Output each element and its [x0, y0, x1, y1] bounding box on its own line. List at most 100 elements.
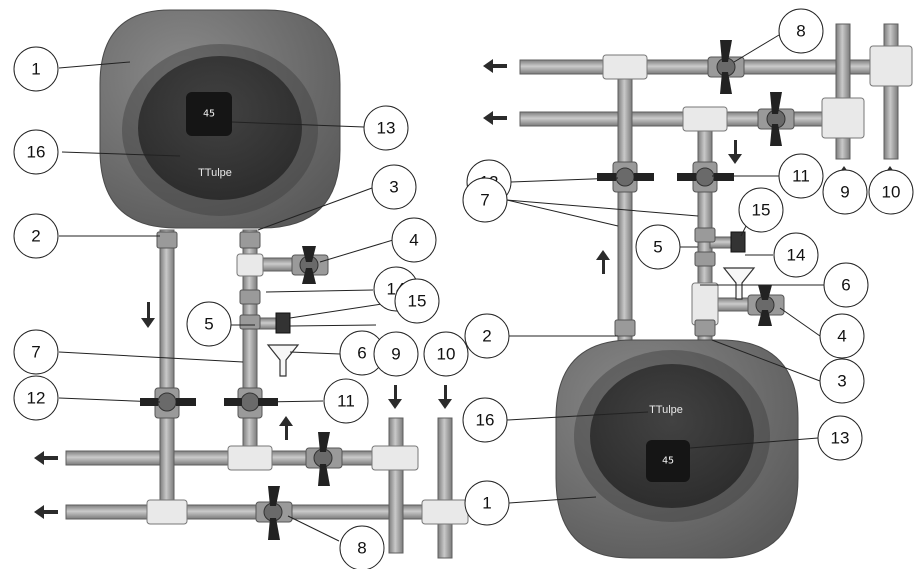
callout-label: 4: [409, 231, 418, 250]
valve-upper-outlet: [305, 432, 343, 486]
valve-8: [707, 40, 745, 94]
valve-4: [291, 246, 329, 284]
callout: 6: [823, 262, 869, 308]
tee-fitting: [371, 445, 419, 471]
leader-lines: [506, 34, 832, 504]
supply-pipe-10: [437, 417, 453, 559]
tee-fitting: [236, 253, 264, 277]
callout-label: 6: [841, 276, 850, 295]
callout: 15: [394, 278, 440, 324]
cold-inlet-pipe: [617, 61, 633, 343]
valve-11: [224, 387, 278, 419]
valve-11: [677, 161, 734, 193]
callout-label: 5: [653, 238, 662, 257]
tee-fitting: [146, 499, 188, 525]
callout: 13: [817, 415, 863, 461]
brand-logo: TTulpe: [198, 167, 232, 179]
callout-label: 9: [391, 345, 400, 364]
callout-label: 16: [27, 143, 46, 162]
callout-label: 13: [377, 119, 396, 138]
flow-arrow-icon: [438, 385, 452, 409]
supply-pipe-10: [883, 23, 899, 160]
tee-fitting: [821, 97, 865, 139]
cold-inlet-pipe: [159, 229, 175, 511]
valve-upper-outlet: [757, 92, 795, 146]
callout: 7: [462, 177, 508, 223]
flow-arrow-icon: [596, 250, 610, 274]
callout: 2: [13, 213, 59, 259]
callout: 6: [339, 330, 385, 376]
callout: 10: [423, 331, 469, 377]
callout: 8: [339, 525, 385, 569]
left-installation: 45 TTulpe: [13, 9, 469, 569]
callout-label: 10: [437, 345, 456, 364]
right-installation: 45 TTulpe: [462, 8, 914, 559]
callout: 9: [822, 169, 868, 215]
callout-label: 2: [31, 227, 40, 246]
callout: 4: [819, 313, 865, 359]
callout: 12: [13, 375, 59, 421]
callout: 16: [13, 129, 59, 175]
water-heater: 45 TTulpe: [555, 339, 799, 559]
tee-fitting: [869, 45, 913, 87]
callout-label: 10: [882, 183, 901, 202]
valve-4: [747, 285, 785, 326]
supply-pipe-9: [388, 417, 404, 554]
coupling: [614, 319, 636, 337]
callout: 11: [778, 153, 824, 199]
callout-label: 1: [482, 494, 491, 513]
callout: 4: [391, 217, 437, 263]
callout: 8: [778, 8, 824, 54]
display-value: 45: [662, 456, 674, 467]
flow-arrow-icon: [483, 59, 507, 73]
flow-arrow-icon: [34, 505, 58, 519]
callout-label: 11: [792, 167, 810, 186]
display-value: 45: [203, 109, 215, 120]
callout: 5: [186, 301, 232, 347]
water-heater: 45 TTulpe: [99, 9, 341, 229]
drain-valve: [730, 231, 746, 253]
callout-label: 3: [837, 372, 846, 391]
callout: 3: [371, 164, 417, 210]
callout: 16: [462, 397, 508, 443]
valve-8: [255, 486, 293, 540]
tee-fitting: [602, 54, 648, 80]
callout-label: 13: [831, 429, 850, 448]
funnel-icon: [266, 344, 300, 377]
callout: 11: [323, 378, 369, 424]
coupling: [156, 231, 178, 249]
tee-fitting: [682, 106, 728, 132]
callout-label: 5: [204, 315, 213, 334]
coupling: [694, 227, 716, 243]
callout: 1: [13, 46, 59, 92]
callout-label: 8: [796, 22, 805, 41]
callout: 2: [464, 313, 510, 359]
callout: 13: [363, 105, 409, 151]
supply-pipe-9: [835, 23, 851, 160]
tee-fitting: [421, 499, 469, 525]
tee-fitting: [691, 282, 719, 326]
heater-front-panel: [590, 364, 754, 508]
callout: 14: [773, 232, 819, 278]
coupling: [694, 319, 716, 337]
tee-fitting: [227, 445, 273, 471]
callout: 1: [464, 480, 510, 526]
callout: 3: [819, 358, 865, 404]
valve-12: [140, 387, 196, 419]
valve-12: [597, 161, 654, 193]
callout: 15: [738, 187, 784, 233]
callout: 10: [868, 169, 914, 215]
control-display: [646, 440, 690, 482]
callout-label: 12: [27, 389, 46, 408]
callout-label: 8: [357, 539, 366, 558]
flow-arrow-icon: [483, 111, 507, 125]
flow-arrow-icon: [388, 385, 402, 409]
callout-label: 4: [837, 327, 846, 346]
callout-label: 7: [31, 343, 40, 362]
control-display: [186, 92, 232, 136]
brand-logo: TTulpe: [649, 404, 683, 416]
callout: 7: [13, 329, 59, 375]
callout-label: 3: [389, 178, 398, 197]
callout: 9: [373, 331, 419, 377]
callout-label: 15: [408, 292, 427, 311]
